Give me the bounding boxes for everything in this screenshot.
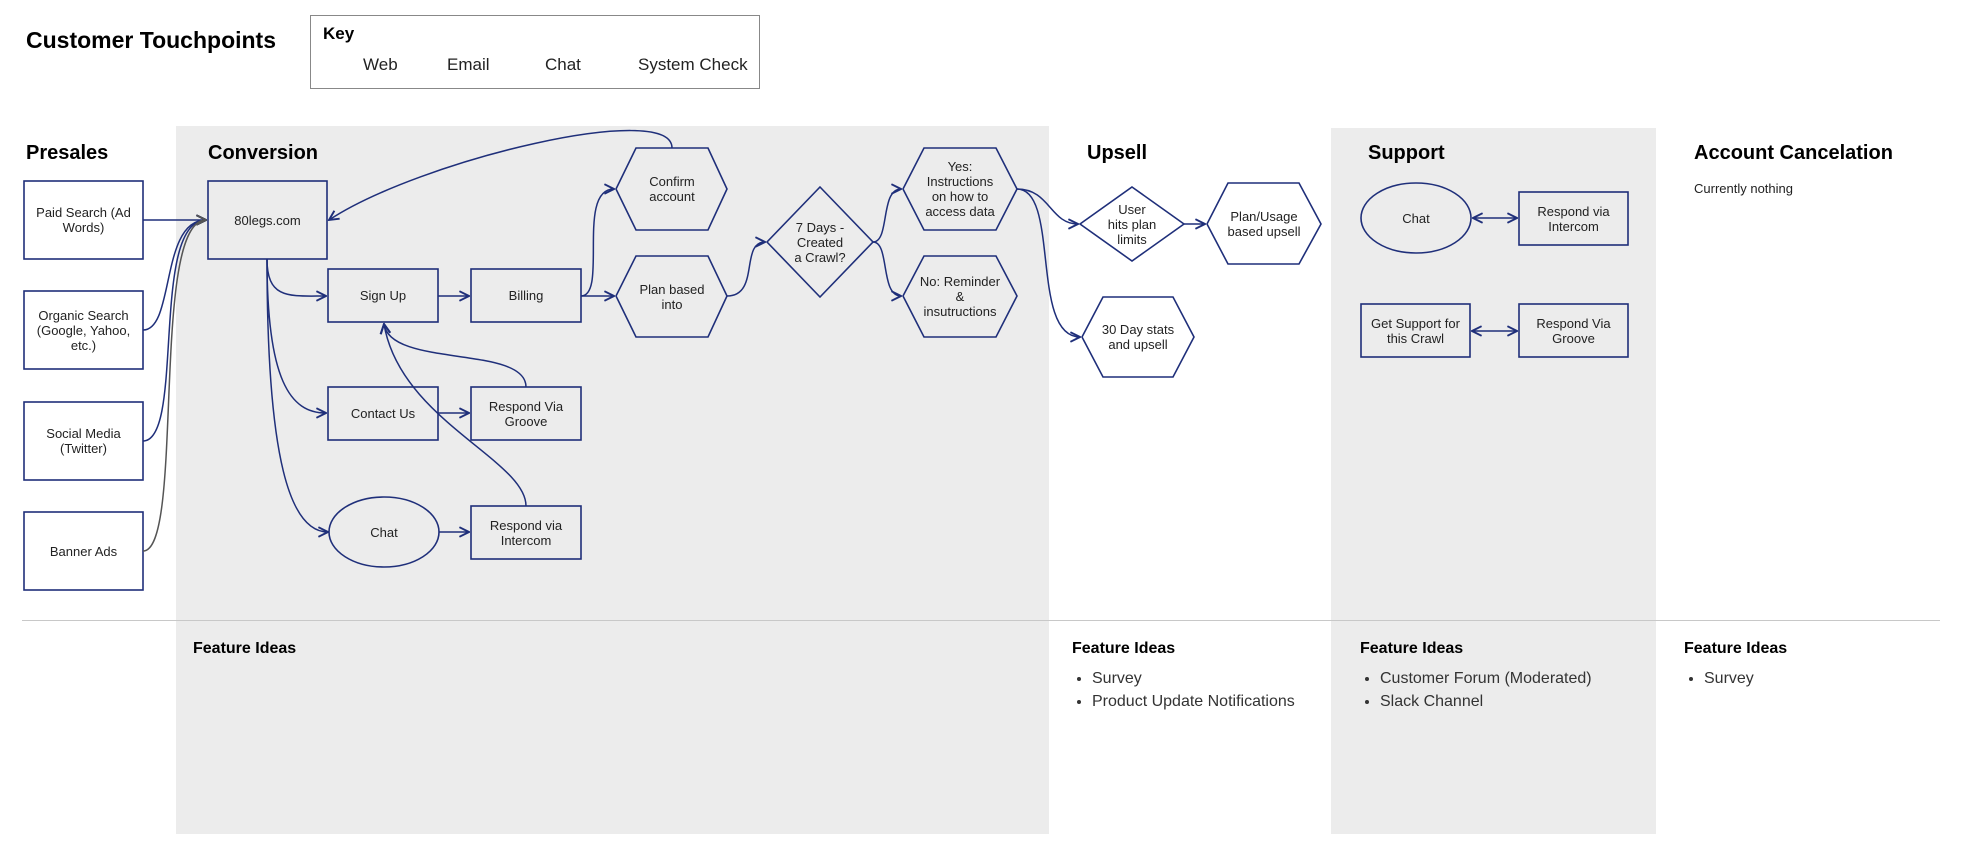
list-item: Product Update Notifications: [1092, 690, 1295, 713]
connector-7days-to-yes: [872, 189, 901, 243]
organic-search-label: Organic Search (Google, Yahoo, etc.): [36, 307, 131, 353]
user-limits-label: User hits plan limits: [1107, 201, 1157, 247]
connector-yes-to-limits: [1016, 188, 1078, 224]
billing-label: Billing: [508, 288, 544, 303]
key-email-label: Email: [447, 55, 490, 74]
key-web-label: Web: [363, 55, 398, 74]
connector-organic-to-site: [142, 220, 206, 331]
chat-label: Chat: [370, 524, 398, 540]
conversion-title: Conversion: [208, 142, 319, 164]
key-chat-label: Chat: [545, 55, 581, 74]
cancel-title: Account Cancelation: [1694, 142, 1893, 164]
thirty-day-label: 30 Day stats and upsell: [1101, 322, 1175, 352]
connector-billing-to-confirm: [580, 189, 614, 297]
thirty-day-hex: [1081, 296, 1195, 378]
connector-yes-to-thirty: [1016, 188, 1080, 337]
connector-site-to-signup: [266, 258, 326, 296]
cancel-note: Currently nothing: [1694, 181, 1793, 196]
conversion-band: [176, 126, 1049, 834]
contact-us-label: Contact Us: [350, 406, 416, 421]
respond-groove-label: Respond Via Groove: [488, 398, 564, 429]
seven-days-label: 7 Days - Created a Crawl?: [794, 219, 846, 265]
connector-plan-to-7days: [726, 242, 765, 297]
list-item: Survey: [1704, 667, 1754, 690]
presales-title: Presales: [26, 142, 109, 164]
connector-groove-to-signup: [384, 324, 527, 388]
support-groove-label: Respond Via Groove: [1536, 315, 1611, 346]
page-title: Customer Touchpoints: [26, 27, 277, 53]
feature-divider: [22, 620, 1940, 621]
list-item: Slack Channel: [1380, 690, 1592, 713]
plan-usage-hex: [1206, 182, 1322, 265]
plan-based-hex: [615, 255, 728, 338]
key-legend: Key Web Email Chat System Check: [310, 15, 760, 89]
respond-intercom-label: Respond via Intercom: [489, 517, 563, 548]
no-reminder-label: No: Reminder & insutructions: [919, 274, 1001, 319]
upsell-feature-list: Survey Product Update Notifications: [1072, 667, 1295, 713]
support-title: Support: [1368, 142, 1445, 164]
seven-days-diamond: [765, 185, 875, 299]
cancel-feature-list: Survey: [1684, 667, 1754, 690]
key-title: Key: [323, 24, 355, 43]
user-limits-diamond: [1078, 186, 1186, 262]
confirm-account-hex: [615, 147, 728, 231]
connector-confirm-to-site: [329, 129, 673, 220]
banner-ads-label: Banner Ads: [49, 543, 118, 559]
connector-social-to-site: [142, 220, 206, 442]
no-reminder-hex: [902, 255, 1018, 338]
support-feature-title: Feature Ideas: [1360, 640, 1464, 657]
support-intercom-label: Respond via Intercom: [1537, 203, 1610, 234]
list-item: Survey: [1092, 667, 1295, 690]
support-groove-box: [1518, 303, 1629, 358]
support-feature-list: Customer Forum (Moderated) Slack Channel: [1360, 667, 1592, 713]
upsell-feature-title: Feature Ideas: [1072, 640, 1176, 657]
plan-based-label: Plan based into: [639, 281, 705, 312]
support-chat-label: Chat: [1402, 210, 1430, 226]
key-system-label: System Check: [638, 55, 748, 74]
site-label: 80legs.com: [234, 212, 301, 228]
plan-usage-label: Plan/Usage based upsell: [1227, 208, 1301, 239]
sign-up-label: Sign Up: [359, 288, 407, 303]
connector-site-to-chat: [266, 258, 328, 532]
connector-intercom-to-signup: [384, 324, 527, 507]
connector-banner-to-site: [142, 220, 206, 552]
upsell-title: Upsell: [1087, 142, 1148, 164]
support-chat-ellipse: [1360, 182, 1472, 254]
connector-7days-to-no: [872, 241, 901, 296]
list-item: Customer Forum (Moderated): [1380, 667, 1592, 690]
yes-instructions-hex: [902, 147, 1018, 231]
cancel-feature-title: Feature Ideas: [1684, 640, 1788, 657]
get-support-label: Get Support for this Crawl: [1371, 315, 1460, 346]
conversion-feature-title: Feature Ideas: [193, 640, 297, 657]
yes-instructions-label: Yes: Instructions on how to access data: [925, 159, 995, 219]
connector-site-to-contact: [266, 258, 326, 413]
paid-search-label: Paid Search (Ad Words): [36, 205, 131, 235]
get-support-box: [1360, 303, 1471, 358]
confirm-account-label: Confirm account: [649, 174, 695, 204]
support-intercom-box: [1518, 191, 1629, 246]
social-media-label: Social Media (Twitter): [46, 426, 121, 456]
